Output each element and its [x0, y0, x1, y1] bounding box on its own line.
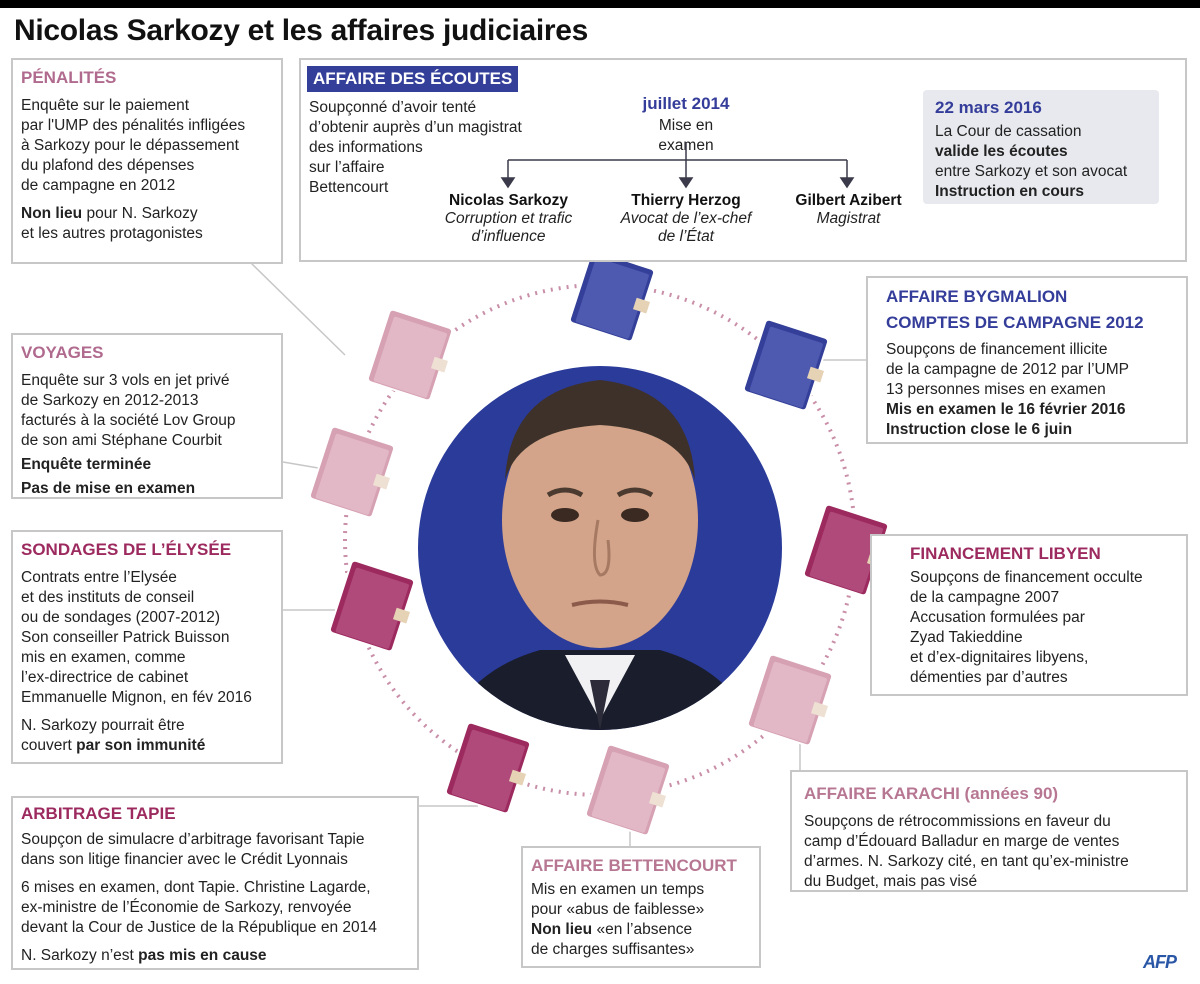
ecoutes-tree-lines [500, 142, 855, 189]
box-karachi: AFFAIRE KARACHI (années 90) Soupçons de … [790, 770, 1188, 892]
person-role: Corruption et trafic [444, 210, 573, 227]
box-ecoutes: AFFAIRE DES ÉCOUTES Soupçonné d’avoir te… [299, 58, 1187, 262]
cassation-box: 22 mars 2016 La Cour de cassation valide… [923, 90, 1159, 204]
person-sarkozy: Nicolas Sarkozy Corruption et trafic d’i… [421, 192, 596, 246]
sondages-text: Contrats entre l’Elysée et des instituts… [21, 569, 252, 754]
page-title: Nicolas Sarkozy et les affaires judiciai… [14, 14, 589, 47]
binder-penalites [366, 308, 454, 402]
tapie-text: Soupçon de simulacre d’arbitrage favoris… [21, 831, 377, 964]
portrait-photo [445, 380, 755, 730]
voyages-title: VOYAGES [21, 343, 104, 362]
connector-penalites [249, 261, 346, 356]
libyen-title: FINANCEMENT LIBYEN [910, 544, 1101, 563]
sondages-title: SONDAGES DE L’ÉLYSÉE [21, 540, 232, 559]
ecoutes-description: Soupçonné d’avoir tenté d’obtenir auprès… [309, 99, 522, 196]
box-bygmalion: AFFAIRE BYGMALION COMPTES DE CAMPAGNE 20… [866, 276, 1188, 444]
karachi-title: AFFAIRE KARACHI (années 90) [804, 784, 1059, 803]
box-penalites: PÉNALITÉS Enquête sur le paiement par l'… [11, 58, 283, 264]
binder-ecoutes [568, 249, 656, 343]
binder-tapie [444, 721, 532, 815]
ecoutes-date: juillet 2014 [642, 94, 730, 113]
penalites-text: Enquête sur le paiement par l'UMP des pé… [21, 97, 246, 242]
libyen-text: Soupçons de financement occulte de la ca… [910, 569, 1143, 686]
person-role: Avocat de l’ex-chef [620, 210, 752, 227]
bygmalion-text: Soupçons de financement illicite de la c… [886, 341, 1129, 438]
ecoutes-title: AFFAIRE DES ÉCOUTES [307, 66, 519, 92]
ecoutes-date-block: juillet 2014 Mise en examen [631, 94, 741, 156]
binder-sondages [328, 559, 416, 653]
person-role: Magistrat [816, 210, 881, 227]
top-bar [0, 0, 1200, 8]
person-azibert: Gilbert Azibert Magistrat [776, 192, 921, 228]
voyages-text: Enquête sur 3 vols en jet privé de Sarko… [21, 372, 236, 497]
binder-bettencourt [584, 743, 672, 837]
afp-logo: AFP [1143, 952, 1177, 972]
tapie-title: ARBITRAGE TAPIE [21, 804, 176, 823]
person-role-2: d’influence [471, 228, 546, 245]
person-name: Gilbert Azibert [795, 192, 902, 209]
bygmalion-title: AFFAIRE BYGMALION [886, 287, 1068, 306]
person-role-2: de l’État [657, 228, 714, 245]
person-herzog: Thierry Herzog Avocat de l’ex-chef de l’… [601, 192, 771, 246]
binder-karachi [746, 653, 834, 747]
box-libyen: FINANCEMENT LIBYEN Soupçons de financeme… [870, 534, 1188, 696]
karachi-text: Soupçons de rétrocommissions en faveur d… [804, 813, 1129, 890]
box-sondages: SONDAGES DE L’ÉLYSÉE Contrats entre l’El… [11, 530, 283, 764]
person-name: Thierry Herzog [631, 192, 741, 209]
box-voyages: VOYAGES Enquête sur 3 vols en jet privé … [11, 333, 283, 499]
cassation-date: 22 mars 2016 [935, 98, 1042, 117]
bettencourt-text: Mis en examen un temps pour «abus de fai… [531, 881, 705, 958]
box-bettencourt: AFFAIRE BETTENCOURT Mis en examen un tem… [521, 846, 761, 968]
binder-bygmalion [742, 318, 830, 412]
person-name: Nicolas Sarkozy [449, 192, 568, 209]
bettencourt-title: AFFAIRE BETTENCOURT [531, 856, 737, 875]
bygmalion-subtitle: COMPTES DE CAMPAGNE 2012 [886, 313, 1144, 332]
box-tapie: ARBITRAGE TAPIE Soupçon de simulacre d’a… [11, 796, 419, 970]
binder-voyages [308, 425, 396, 519]
penalites-title: PÉNALITÉS [21, 68, 117, 87]
